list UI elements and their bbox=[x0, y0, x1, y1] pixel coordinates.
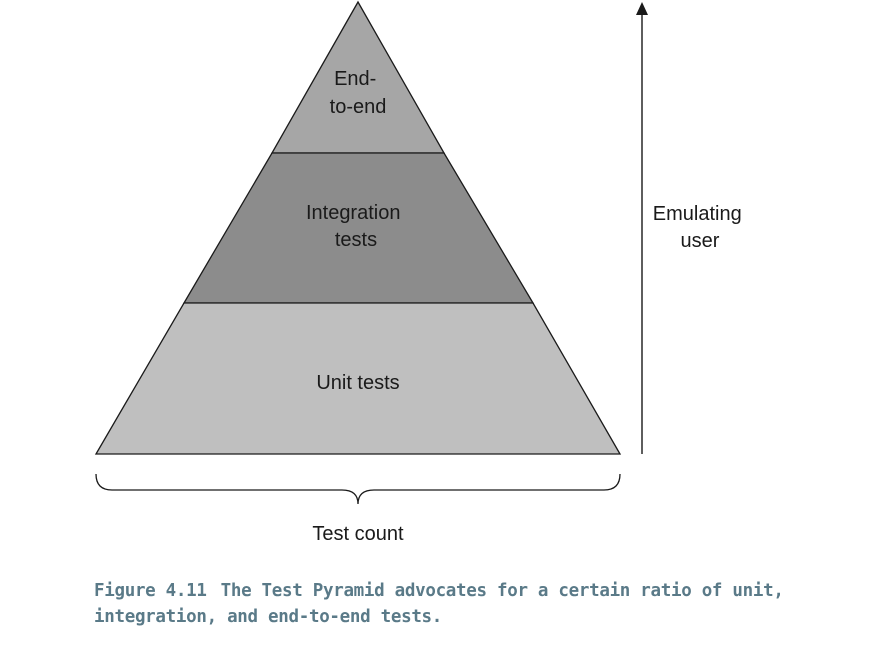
unit-tests-label: Unit tests bbox=[316, 372, 399, 394]
pyramid-level-unit bbox=[94, 302, 622, 455]
test-count-label: Test count bbox=[312, 523, 404, 545]
emulating-user-arrow bbox=[636, 2, 648, 454]
integration-tests-label: Integration tests bbox=[306, 202, 406, 251]
figure-number: Figure 4.11 bbox=[94, 581, 207, 601]
test-pyramid-diagram: End- to-end Integration tests Unit tests… bbox=[94, 0, 748, 545]
arrow-head-icon bbox=[636, 2, 648, 15]
caption-text: The Test Pyramid advocates for a certain… bbox=[94, 581, 784, 627]
emulating-user-label: Emulating user bbox=[653, 203, 748, 252]
pyramid-level-integration bbox=[182, 152, 535, 304]
end-to-end-label: End- to-end bbox=[330, 68, 387, 118]
test-count-brace-icon bbox=[95, 473, 621, 505]
